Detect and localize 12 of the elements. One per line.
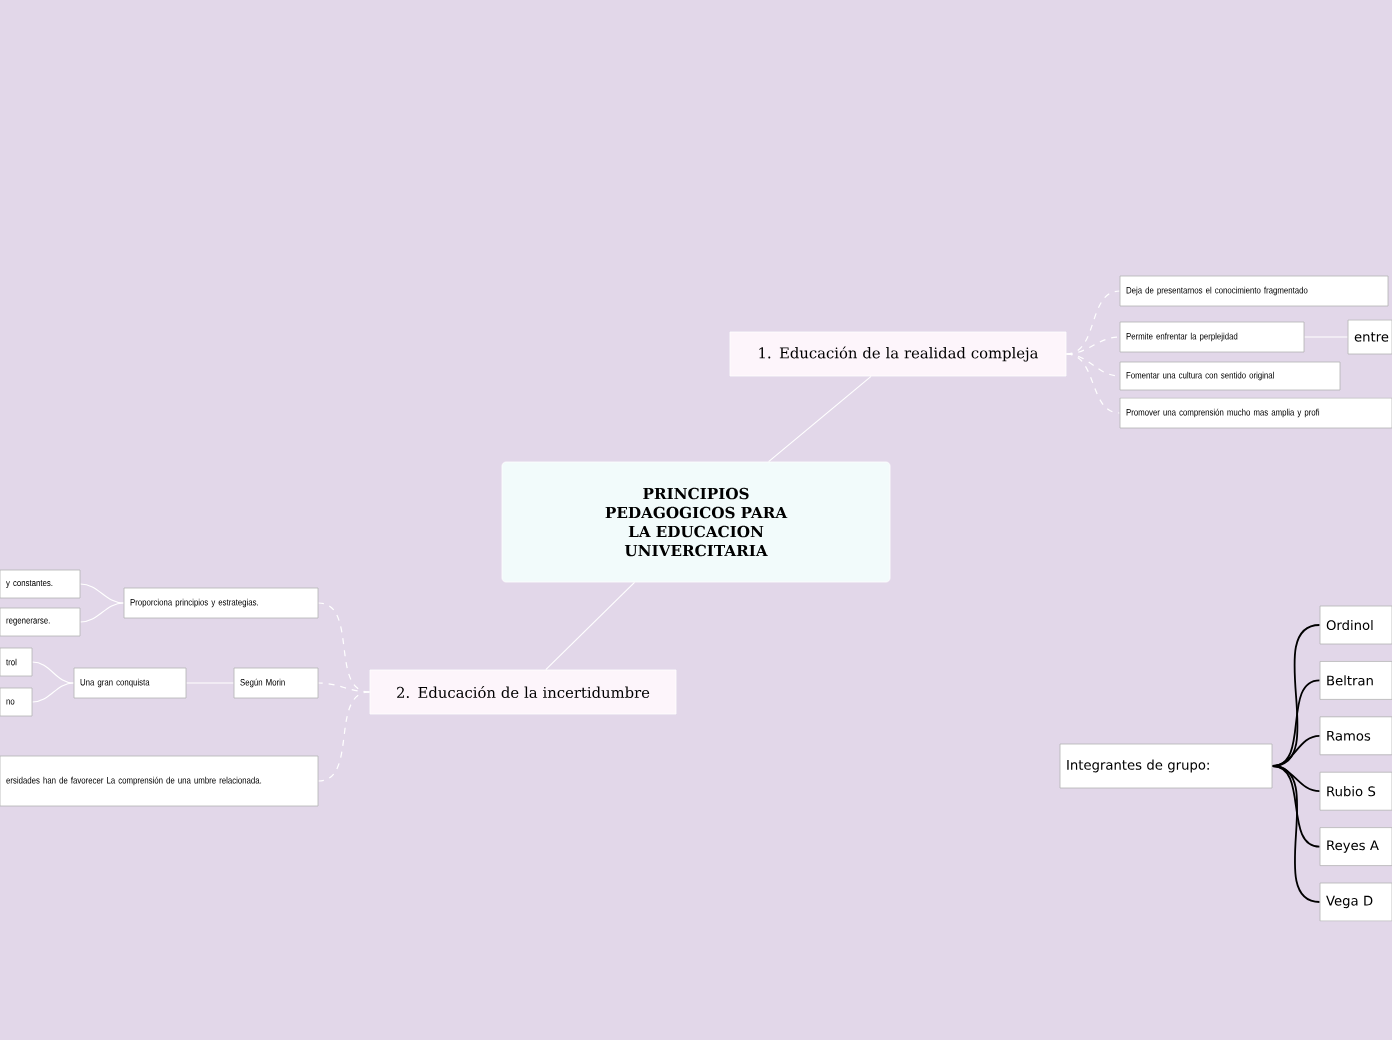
connector-line xyxy=(79,583,125,604)
connector-line xyxy=(79,602,125,623)
connector-line xyxy=(1065,353,1121,377)
connector-line xyxy=(768,375,872,463)
connector-line xyxy=(1271,765,1321,848)
connector-line xyxy=(1271,734,1321,767)
connector-line xyxy=(545,581,636,671)
connector-line xyxy=(1271,765,1321,903)
connector-line xyxy=(317,691,371,782)
connector-line xyxy=(1065,353,1121,414)
connector-line xyxy=(31,661,75,684)
connector-line xyxy=(31,682,75,703)
